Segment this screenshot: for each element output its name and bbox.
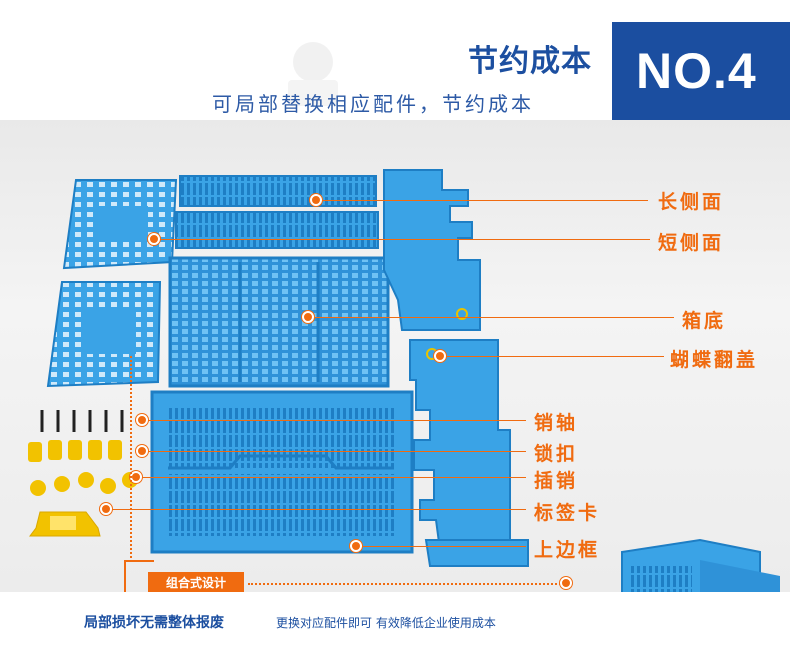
butterfly-lid-bottom	[409, 339, 529, 567]
leader-short-side	[158, 239, 650, 240]
leader-lock-buckle	[146, 451, 526, 452]
label-box-bottom: 箱底	[682, 310, 727, 332]
short-side-panel-bottom	[46, 281, 162, 388]
dot-pin-shaft	[136, 414, 148, 426]
box-bottom-panel	[168, 256, 390, 388]
label-top-frame: 上边框	[534, 539, 601, 561]
leader-pin-shaft	[146, 420, 526, 421]
dot-top-frame	[350, 540, 362, 552]
dot-box-bottom	[302, 311, 314, 323]
dot-combo	[560, 577, 572, 589]
leader-top-frame	[360, 546, 526, 547]
insert-pins	[30, 472, 138, 496]
footer-main-text: 局部损坏无需整体报废	[84, 615, 224, 631]
leader-box-bottom	[312, 317, 674, 318]
leader-butterfly-lid	[442, 356, 664, 357]
label-short-side: 短侧面	[658, 232, 725, 254]
combo-design-label: 组合式设计	[148, 572, 244, 594]
leader-insert-pin	[140, 477, 526, 478]
dot-short-side	[148, 233, 160, 245]
leader-long-side	[318, 200, 648, 201]
butterfly-lid-top	[383, 169, 481, 331]
watermark-logo	[288, 42, 338, 106]
label-pin-shaft: 销轴	[534, 412, 579, 434]
number-badge-text: NO.4	[636, 43, 757, 99]
label-lock-buckle: 锁扣	[534, 443, 579, 465]
label-card-part	[29, 511, 101, 537]
dot-label-card	[100, 503, 112, 515]
top-frame	[150, 390, 414, 554]
pin-shafts	[40, 410, 124, 432]
number-badge	[612, 22, 790, 120]
footer-sub-text: 更换对应配件即可 有效降低企业使用成本	[276, 616, 496, 630]
page-subtitle: 可局部替换相应配件，节约成本	[212, 92, 534, 116]
leader-combo	[248, 583, 564, 585]
label-long-side: 长侧面	[658, 191, 725, 213]
label-butterfly-lid: 蝴蝶翻盖	[670, 349, 759, 371]
dot-butterfly-lid	[434, 350, 446, 362]
footer	[0, 592, 790, 670]
dot-lock-buckle	[136, 445, 148, 457]
lock-buckles	[28, 440, 122, 462]
label-label-card: 标签卡	[534, 502, 601, 524]
leader-label-card	[110, 509, 526, 510]
vertical-connector	[130, 356, 132, 562]
page-title: 节约成本	[468, 44, 592, 79]
long-side-panel-top	[179, 175, 377, 207]
short-side-panel-top	[62, 179, 178, 270]
label-insert-pin: 插销	[534, 470, 579, 492]
dot-long-side	[310, 194, 322, 206]
long-side-panel-second	[175, 211, 379, 249]
